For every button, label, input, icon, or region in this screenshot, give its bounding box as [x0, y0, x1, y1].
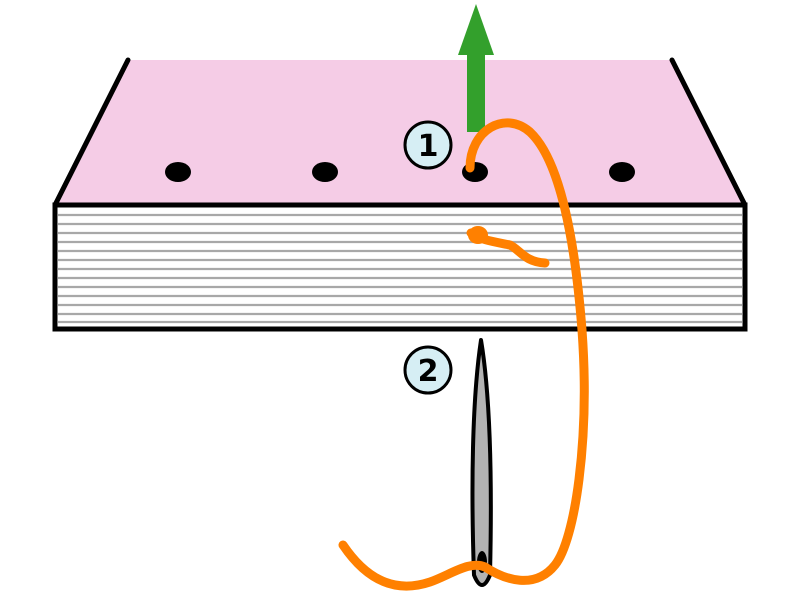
- sewing-hole-4: [609, 162, 635, 182]
- up-arrow-icon: [458, 4, 494, 132]
- thread-knot: [468, 226, 488, 244]
- book-pages-block: [52, 202, 748, 332]
- sewing-hole-2: [312, 162, 338, 182]
- sewing-hole-1: [165, 162, 191, 182]
- step-2-badge: 2: [403, 345, 453, 395]
- book-top-cover: [55, 60, 745, 205]
- step-1-label: 1: [418, 129, 439, 164]
- cover-right-edge: [669, 57, 748, 208]
- cover-left-edge: [52, 57, 131, 208]
- page-lines: [58, 213, 742, 324]
- sewing-needle-icon: [470, 338, 493, 587]
- step-1-badge: 1: [403, 120, 453, 170]
- step-2-label: 2: [418, 354, 439, 389]
